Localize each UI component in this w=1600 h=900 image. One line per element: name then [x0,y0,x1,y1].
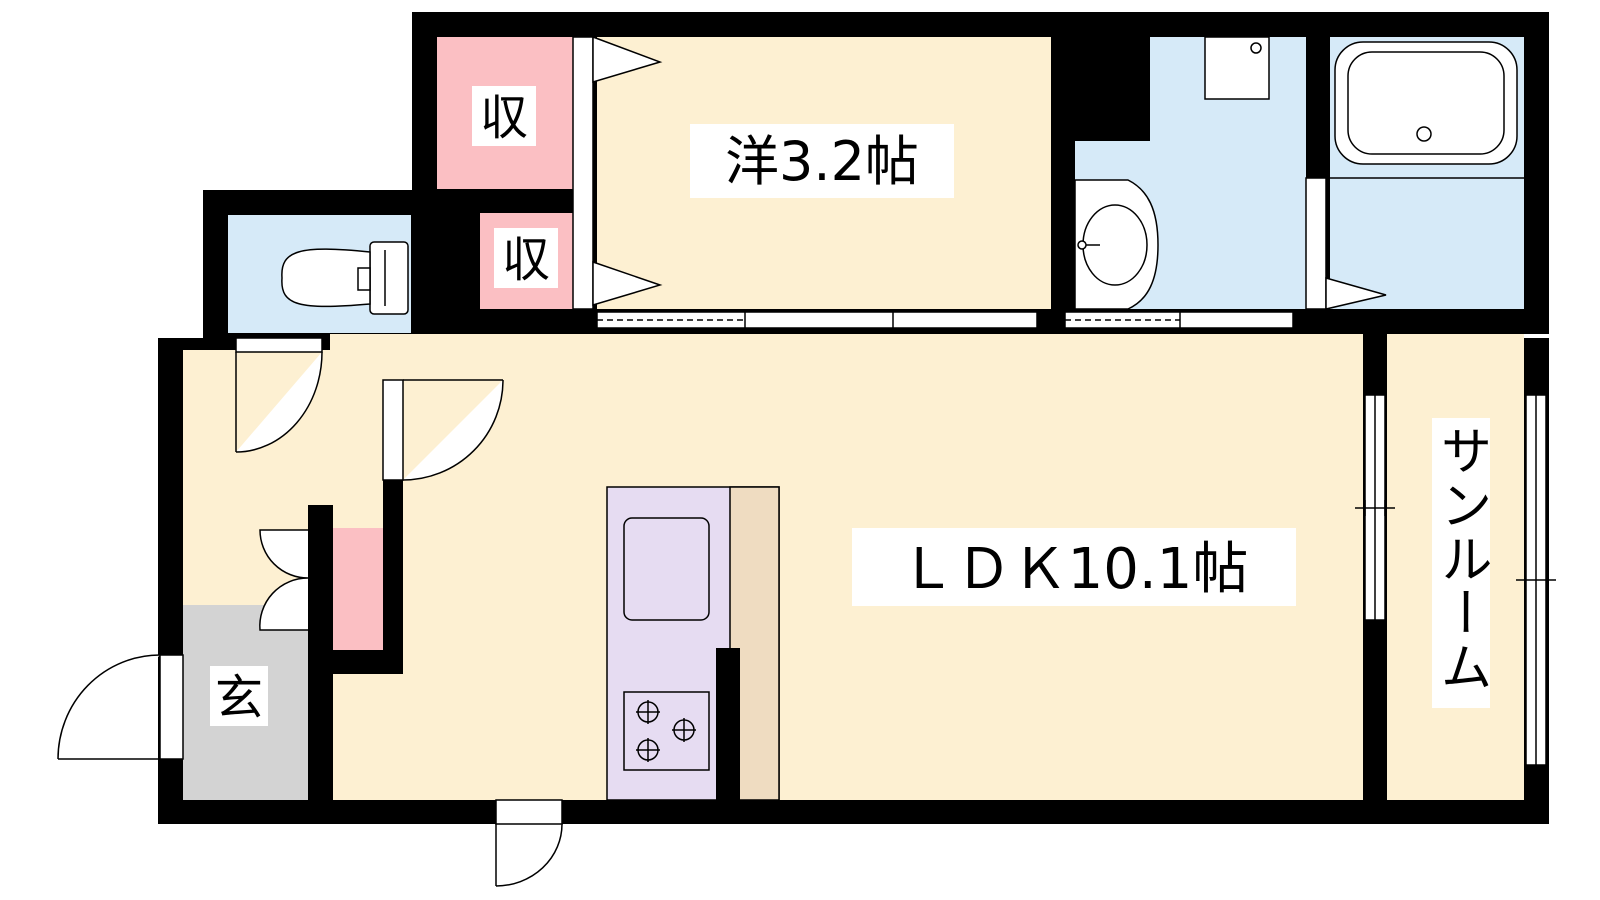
bathroom-door-swing [1325,277,1387,310]
ldk-door-frame [382,379,404,481]
bathroom-door-frame [1305,177,1327,310]
storage-lower-label: 収 [502,232,550,288]
sunroom-label: サンルーム [1431,424,1491,694]
stove [623,691,710,771]
western-room-door-top [592,35,663,84]
toilet-door-frame [235,337,323,353]
washbasin-fixture [1074,179,1159,310]
western-room-door-bottom [592,260,663,307]
balcony-door-frame [495,799,563,825]
entrance-label: 玄 [215,670,263,726]
washing-machine-pan [1204,36,1270,100]
western-room-door-frame [572,36,594,310]
ldk-door-swing [402,379,504,481]
western-room-label: 洋3.2帖 [725,130,919,193]
kitchen-sink [623,517,710,621]
shoe-closet-door-swing [259,529,309,631]
shoe-closet-floor [333,528,383,650]
doors [57,35,1387,887]
kitchen-counter [606,486,780,801]
front-door-frame [159,654,184,760]
balcony-door-swing [495,823,563,887]
room-labels: 洋3.2帖 ＬＤＫ10.1帖 サンルーム 玄 収 収 [210,86,1491,726]
storage-upper-label: 収 [480,90,528,146]
front-door-swing [57,654,161,760]
toilet-fixture [281,241,409,315]
ldk-label: ＬＤＫ10.1帖 [900,537,1249,602]
bathtub-fixture [1330,41,1524,179]
toilet-door-swing [235,351,323,453]
sliding-doors [596,311,1556,766]
